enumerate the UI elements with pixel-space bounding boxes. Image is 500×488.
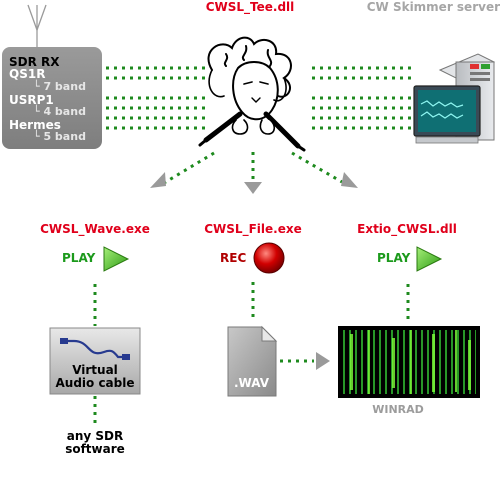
server-icon [413, 53, 496, 144]
connector-tee-to-server [312, 66, 412, 130]
vac-label-line1: Virtual [72, 363, 118, 377]
band-count-qs1r: └ 7 band [33, 80, 86, 93]
any-sdr-line1: any SDR [66, 429, 124, 443]
wave-play-label: PLAY [62, 251, 96, 265]
any-sdr-label: any SDR software [45, 430, 145, 456]
wav-file-icon [227, 325, 278, 397]
record-icon [253, 242, 285, 274]
connector-tee-to-wave [150, 151, 215, 188]
vac-label-line2: Audio cable [55, 376, 135, 390]
sdr-rx-box [2, 47, 102, 149]
device-hermes: Hermes [9, 118, 61, 132]
winrad-label: WINRAD [372, 403, 424, 416]
module-extio-title: Extio_CWSL.dll [357, 222, 457, 236]
connector-sdr-to-tee [106, 66, 205, 130]
connector-tee-to-file [244, 152, 262, 194]
jester-figure-icon [198, 36, 306, 152]
server-title: CW Skimmer server [366, 0, 500, 14]
device-qs1r: QS1R [9, 67, 46, 81]
band-count-hermes: └ 5 band [33, 130, 86, 143]
connector-tee-to-extio [291, 151, 358, 188]
band-label: 7 band [43, 80, 86, 93]
module-wave-title: CWSL_Wave.exe [40, 222, 150, 236]
vac-label: Virtual Audio cable [50, 364, 140, 390]
tee-title: CWSL_Tee.dll [205, 0, 295, 14]
any-sdr-line2: software [65, 442, 125, 456]
device-usrp1: USRP1 [9, 93, 54, 107]
extio-play-label: PLAY [377, 251, 411, 265]
waterfall-icon [338, 326, 480, 398]
band-label: 5 band [43, 130, 86, 143]
antenna-icon [27, 4, 47, 48]
play-icon [103, 246, 130, 272]
sdr-heading: SDR RX [9, 55, 60, 69]
play-icon [416, 246, 443, 272]
wav-label: .WAV [234, 376, 270, 390]
connector-wav-to-winrad [280, 352, 330, 370]
audio-cable-icon [49, 327, 141, 395]
module-file-title: CWSL_File.exe [204, 222, 302, 236]
band-label: 4 band [43, 105, 86, 118]
band-count-usrp1: └ 4 band [33, 105, 86, 118]
file-rec-label: REC [220, 251, 247, 265]
